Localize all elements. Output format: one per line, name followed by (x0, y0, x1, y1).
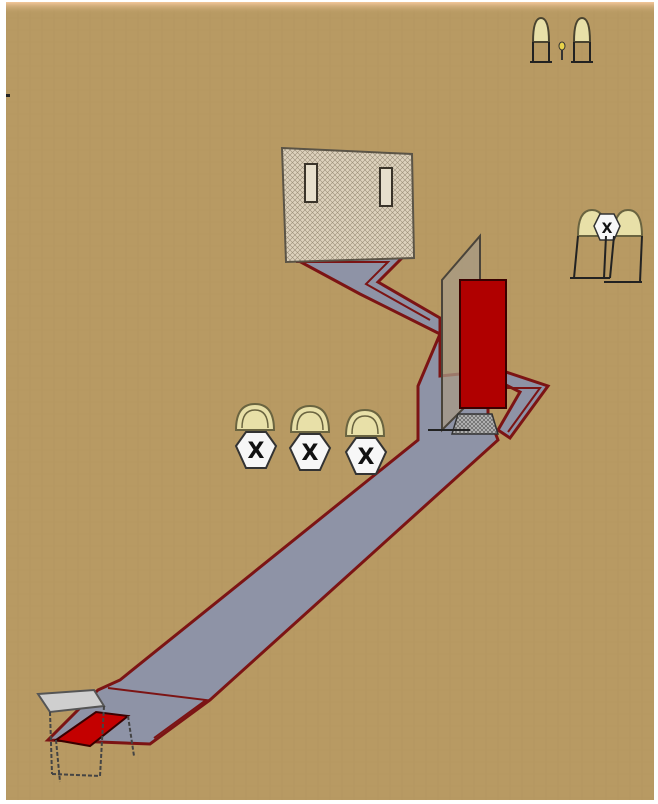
red-door (459, 279, 507, 409)
no-shoot-targets-center: X X X (234, 402, 388, 475)
chair-leg (127, 715, 135, 757)
walkway-side-spur-edge (504, 387, 542, 433)
chair-leg (55, 739, 61, 783)
no-shoot-target-1: X (234, 402, 278, 469)
target-stand-leg (609, 235, 615, 279)
target-stand-leg (573, 235, 579, 279)
target-array-right: X (570, 208, 644, 283)
ground-plane (6, 2, 654, 800)
wall-with-ports (280, 146, 416, 264)
no-shoot-target-3: X (344, 408, 388, 475)
wall-panel (280, 146, 416, 264)
far-target-1 (531, 16, 551, 43)
red-door-with-glass-panel (428, 233, 507, 435)
svg-text:X: X (602, 221, 613, 237)
popper (558, 41, 566, 51)
far-target-2 (572, 16, 592, 43)
target-stand-leg (603, 235, 607, 279)
svg-text:X: X (248, 439, 265, 464)
svg-text:X: X (302, 441, 319, 466)
chair-brace (51, 773, 101, 777)
start-position-chair (36, 688, 135, 783)
far-targets-with-popper (530, 16, 593, 63)
svg-text:X: X (358, 445, 375, 470)
walkway-inner-edge-top (296, 261, 431, 321)
target-stand-leg (639, 235, 643, 283)
no-shoot-target-2: X (288, 404, 332, 471)
edge-mark (6, 94, 10, 97)
wall-port-right (379, 167, 393, 207)
chair-leg (49, 711, 53, 775)
horizon-glow (6, 2, 654, 14)
walkway-inner-edge-bottom (107, 687, 209, 739)
wall-port-left (304, 163, 318, 203)
